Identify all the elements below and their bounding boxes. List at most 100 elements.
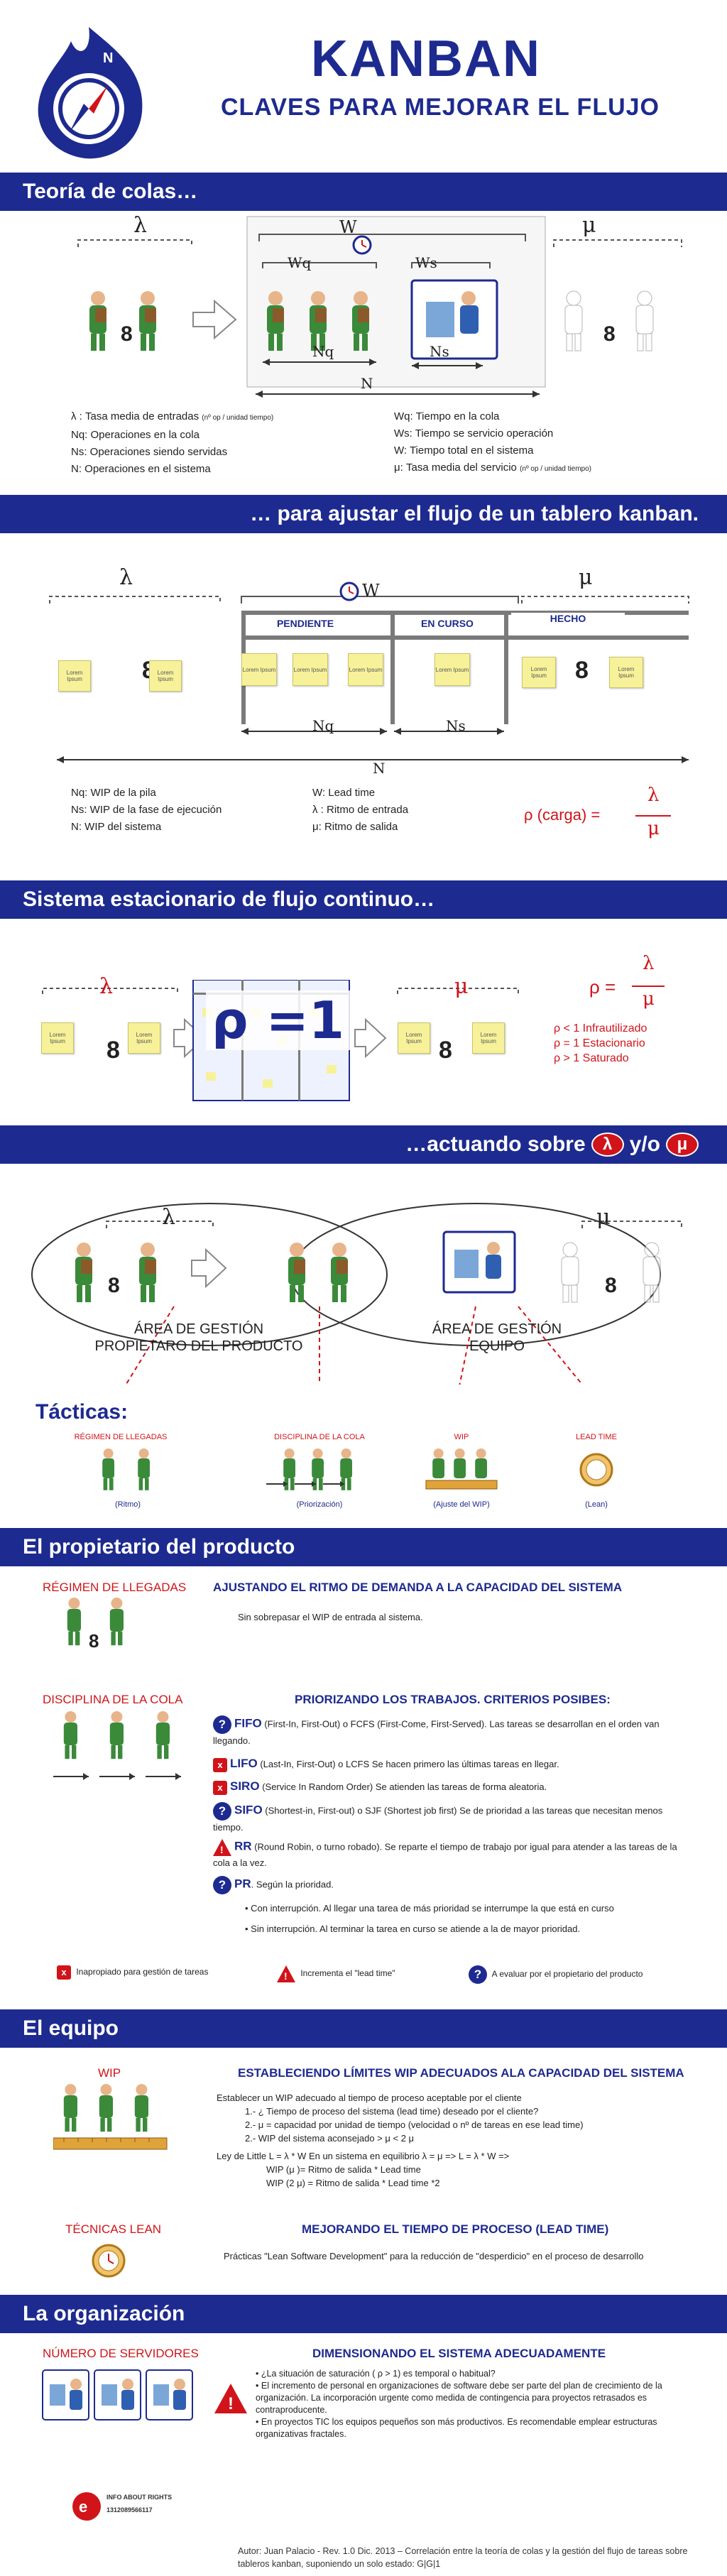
question-icon: ? <box>213 1715 231 1734</box>
lambda-label-1: λ <box>133 213 148 238</box>
tablero-legend-left: Nq: WIP de la pila Ns: WIP de la fase de… <box>71 787 222 833</box>
organizacion-title: DIMENSIONANDO EL SISTEMA ADECUADAMENTE <box>312 2347 606 2360</box>
question-icon: ? <box>469 1965 487 1984</box>
column-pendiente: PENDIENTE <box>248 618 362 629</box>
rule-sifo: ?SIFO (Shortest-in, First-out) o SJF (Sh… <box>213 1802 663 1833</box>
organizacion-bullets: • ¿La situación de saturación ( ρ > 1) e… <box>256 2369 662 2439</box>
sticky-note: Lorem Ipsum <box>434 653 470 686</box>
sticky-note: Lorem Ipsum <box>348 653 383 686</box>
inappropriate-icon: x <box>57 1965 71 1980</box>
regimen-persons-icon: 8 <box>67 1598 124 1652</box>
column-en-curso: EN CURSO <box>398 618 497 629</box>
rho-one-label: ρ =1 <box>206 990 351 1050</box>
sticky-note: Lorem Ipsum <box>58 660 91 692</box>
lean-title: MEJORANDO EL TIEMPO DE PROCESO (LEAD TIM… <box>302 2222 609 2236</box>
question-icon: ? <box>213 1876 231 1894</box>
lambda-label-2: λ <box>119 565 133 590</box>
lambda-label-4: λ <box>162 1205 176 1230</box>
area-team-label: ÁREA DE GESTIÓN EQUIPO <box>432 1321 562 1354</box>
w-label-1: W <box>339 217 357 237</box>
section-equipo: El equipo <box>0 2009 727 2048</box>
lambda-label-3: λ <box>99 974 114 999</box>
svg-text:8: 8 <box>605 1274 617 1297</box>
rule-fifo: ?FIFO (First-In, First-Out) o FCFS (Firs… <box>213 1715 660 1746</box>
sticky-note: Lorem Ipsum <box>472 1022 505 1054</box>
svg-text:8: 8 <box>603 322 616 346</box>
wq-label: Wq <box>288 254 312 271</box>
tactics-icons <box>102 1448 613 1490</box>
compass-logo: N <box>28 20 149 162</box>
servidores-label: NÚMERO DE SERVIDORES <box>43 2347 199 2360</box>
tactic-regimen-paren: (Ritmo) <box>114 1500 141 1509</box>
mu-label-3: μ <box>454 974 469 999</box>
rule-rr: !RR (Round Robin, o turno robado). Se re… <box>213 1839 677 1868</box>
sticky-note: Lorem Ipsum <box>293 653 328 686</box>
tactic-regimen-label: RÉGIMEN DE LLEGADAS <box>74 1433 168 1441</box>
mu-label-2: μ <box>579 565 593 590</box>
column-hecho: HECHO <box>511 613 625 624</box>
section-propietario: El propietario del producto <box>0 1528 727 1566</box>
section-teoria: Teoría de colas… <box>0 173 727 211</box>
question-icon: ? <box>213 1802 231 1821</box>
sticky-note: Lorem Ipsum <box>241 653 277 686</box>
nq-label-2: Nq <box>312 717 334 734</box>
mu-oval-badge: μ <box>666 1133 699 1157</box>
section-estacionario: Sistema estacionario de flujo continuo… <box>0 880 727 919</box>
tactic-disciplina-label: DISCIPLINA DE LA COLA <box>274 1433 365 1441</box>
tactic-wip-paren: (Ajuste del WIP) <box>433 1500 490 1509</box>
rho-eq-label: ρ = <box>589 976 616 998</box>
ns-label-2: Ns <box>446 717 466 734</box>
lean-label: TÉCNICAS LEAN <box>65 2222 162 2236</box>
tactic-leadtime-label: LEAD TIME <box>576 1433 617 1441</box>
mu-label-4: μ <box>596 1205 611 1230</box>
disciplina-label: DISCIPLINA DE LA COLA <box>43 1693 183 1706</box>
rights-code: 1312089566117 <box>106 2506 153 2514</box>
page-subtitle: CLAVES PARA MEJORAR EL FLUJO <box>220 94 660 121</box>
rule-pr: ?PR. Según la prioridad. <box>213 1876 689 1894</box>
fraction-bar <box>632 986 665 987</box>
regimen-text: Sin sobrepasar el WIP de entrada al sist… <box>238 1612 423 1622</box>
sticky-note: Lorem Ipsum <box>398 1022 430 1054</box>
rho-eq-lambda: λ <box>643 953 655 974</box>
lambda-oval-badge: λ <box>591 1133 624 1157</box>
section-organizacion: La organización <box>0 2295 727 2333</box>
n-label-2: N <box>373 760 386 777</box>
teoria-legend-right: Wq: Tiempo en la cola Ws: Tiempo se serv… <box>394 410 591 474</box>
section-tablero: … para ajustar el flujo de un tablero ka… <box>0 495 727 533</box>
svg-text:8: 8 <box>89 1630 99 1652</box>
sticky-note: Lorem Ipsum <box>522 657 556 688</box>
nq-label-1: Nq <box>312 343 334 360</box>
rho-carga-label: ρ (carga) = <box>524 806 601 824</box>
svg-text:e: e <box>79 2498 87 2516</box>
disciplina-title: PRIORIZANDO LOS TRABAJOS. CRITERIOS POSI… <box>295 1693 611 1706</box>
svg-text:8: 8 <box>121 322 133 346</box>
sticky-note: Lorem Ipsum <box>609 657 643 688</box>
author-text: Autor: Juan Palacio - Rev. 1.0 Dic. 2013… <box>238 2546 688 2569</box>
section-actuando: …actuando sobre λ y/o μ <box>0 1125 727 1164</box>
inappropriate-icon: x <box>213 1780 227 1795</box>
rho-eq-mu: μ <box>643 988 655 1010</box>
fraction-bar <box>635 815 671 817</box>
ns-label-1: Ns <box>430 343 449 360</box>
wip-lines: Establecer un WIP adecuado al tiempo de … <box>217 2092 584 2188</box>
sticky-note: Lorem Ipsum <box>41 1022 74 1054</box>
area-owner-label: ÁREA DE GESTIÓN PROPIETARO DEL PRODUCTO <box>94 1321 303 1354</box>
teoria-legend-left: λ : Tasa media de entradas (nº op / unid… <box>71 410 274 475</box>
tactic-wip-label: WIP <box>454 1433 469 1441</box>
wip-icon <box>53 2084 168 2150</box>
inappropriate-icon: x <box>213 1757 227 1772</box>
rho-carga-lambda: λ <box>647 785 660 806</box>
svg-text:8: 8 <box>106 1037 120 1064</box>
svg-text:8: 8 <box>439 1037 452 1064</box>
svg-text:8: 8 <box>108 1274 120 1297</box>
key-leadtime: ! Incrementa el "lead time" <box>277 1965 395 1982</box>
n-label-1: N <box>361 375 373 392</box>
sticky-note: Lorem Ipsum <box>149 660 182 692</box>
rho-states: ρ < 1 Infrautilizado ρ = 1 Estacionario … <box>554 1022 647 1064</box>
tactic-leadtime-paren: (Lean) <box>585 1500 608 1509</box>
rights-logo: e <box>72 2492 101 2521</box>
sticky-note: Lorem Ipsum <box>128 1022 160 1054</box>
lead-time-icon <box>92 2244 126 2278</box>
